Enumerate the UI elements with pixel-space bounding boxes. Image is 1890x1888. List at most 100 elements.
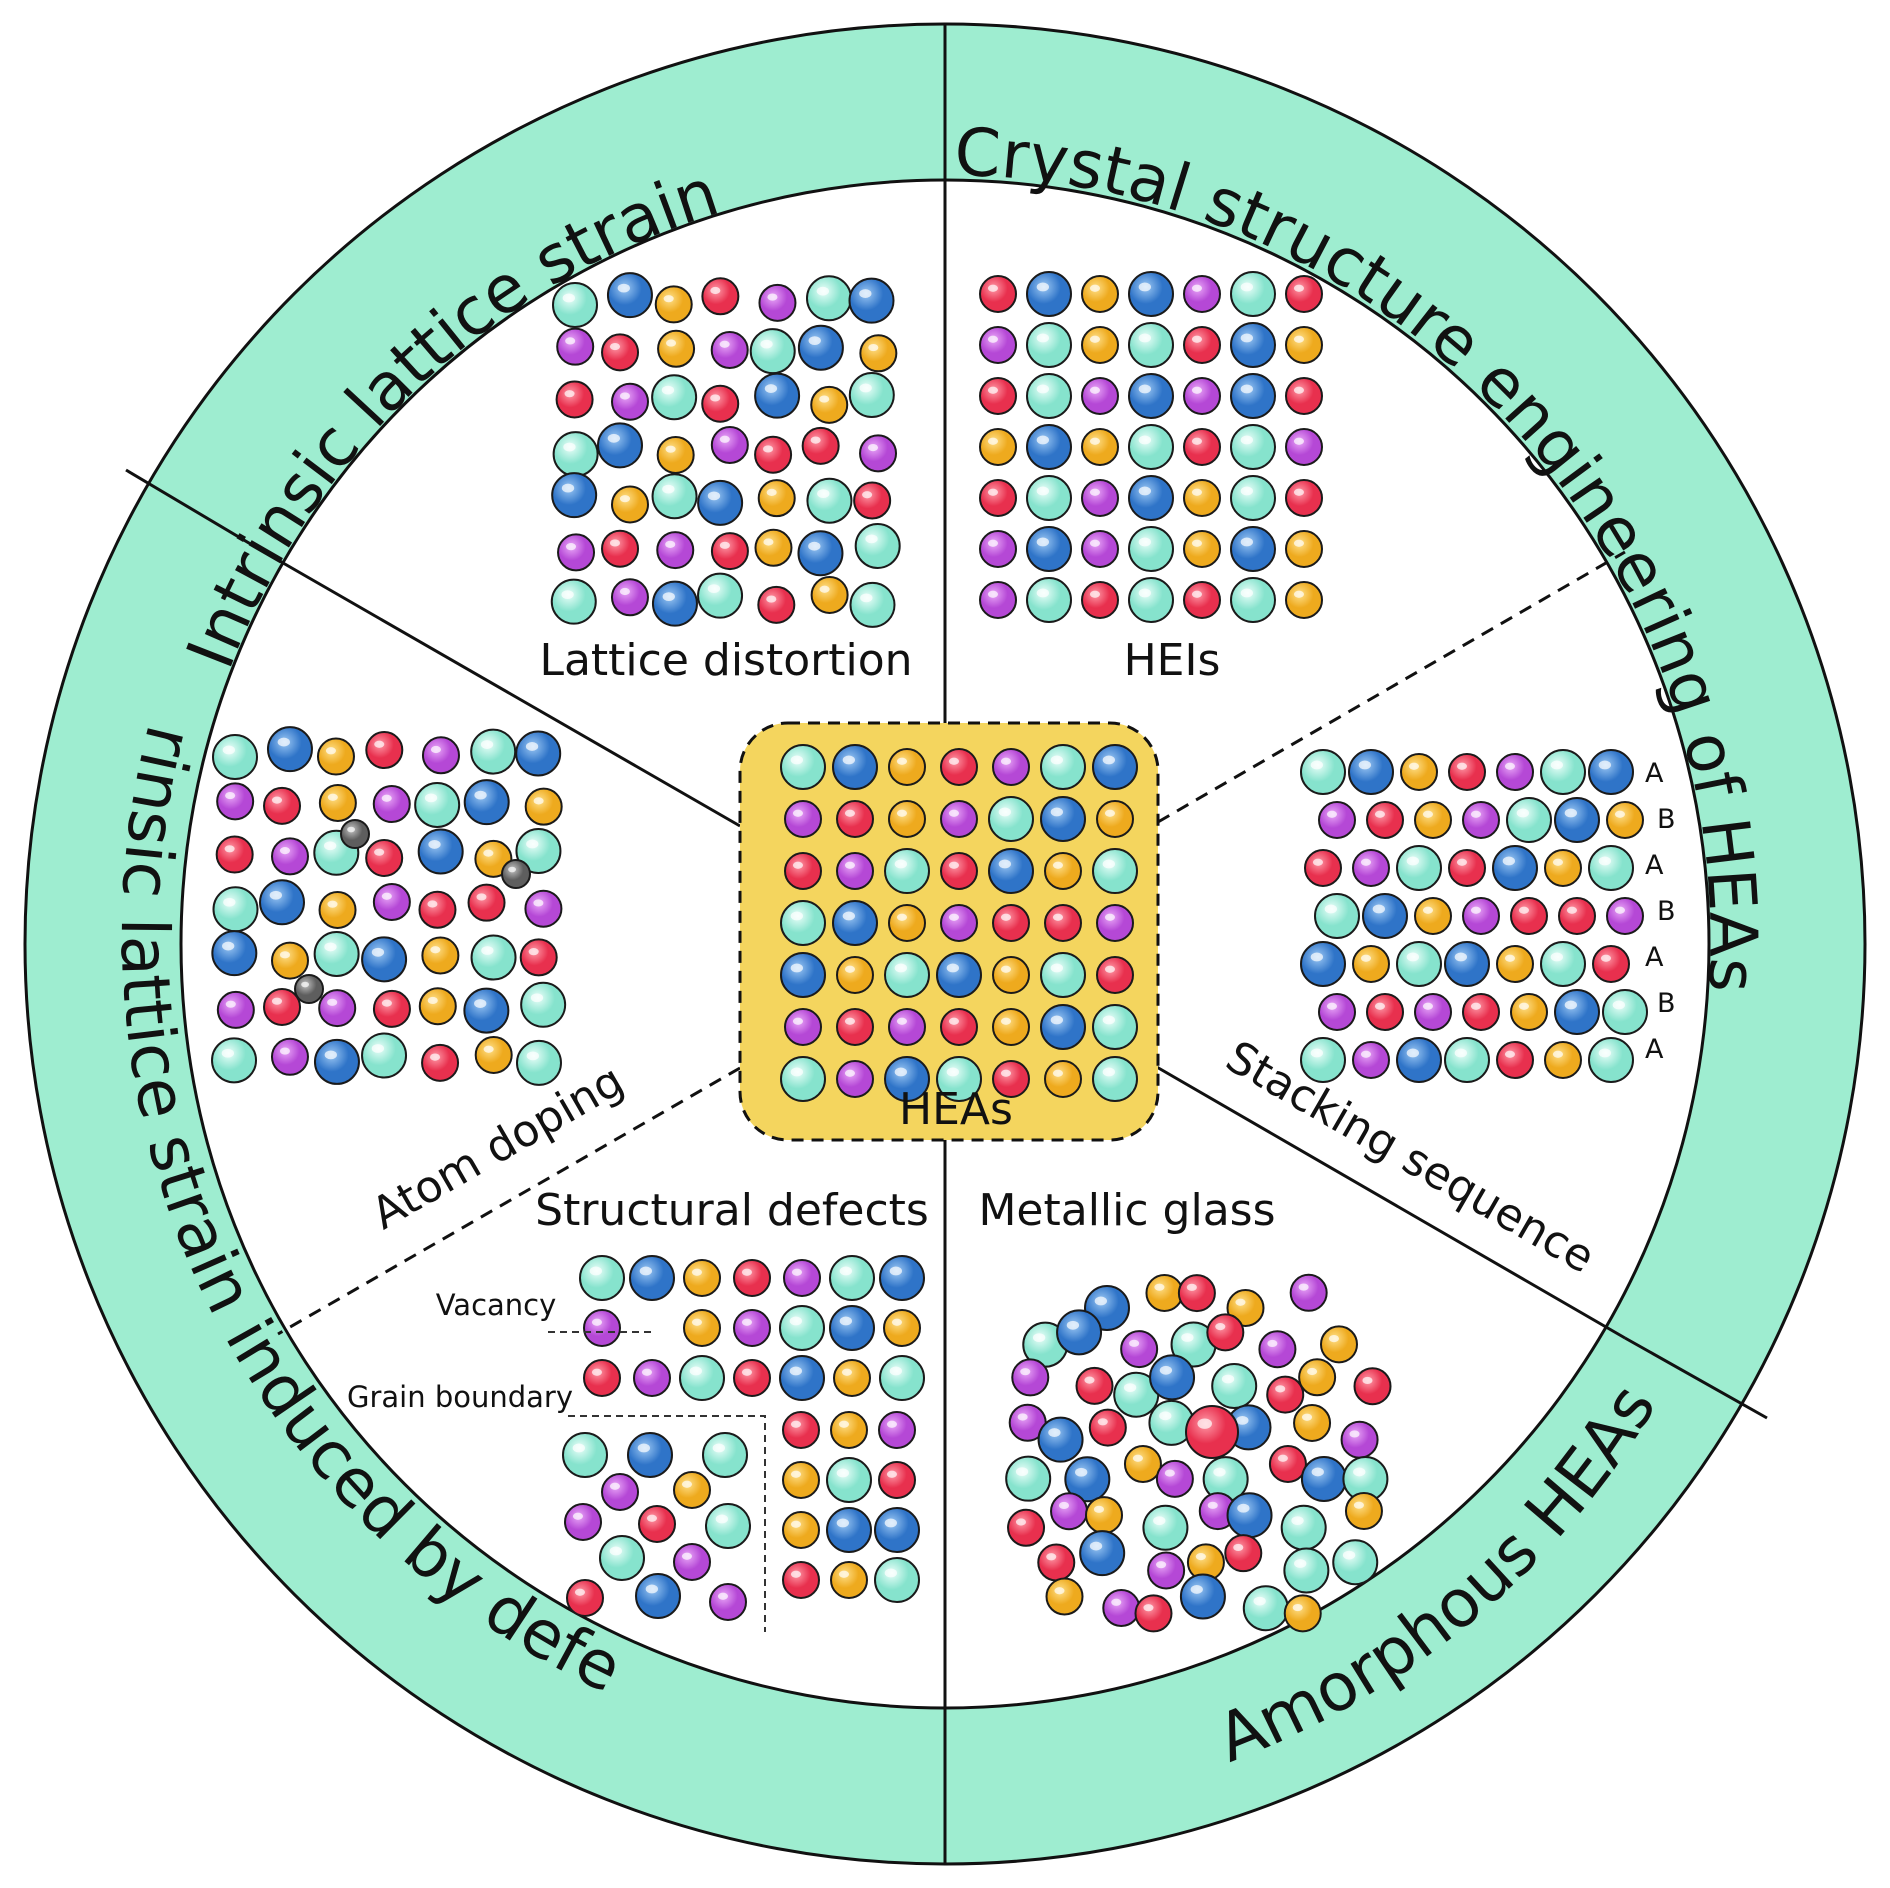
atom-highlight	[1240, 282, 1253, 292]
atom-highlight	[533, 899, 544, 907]
purple-atom	[940, 904, 978, 942]
atom-highlight	[661, 385, 675, 395]
atom-highlight	[838, 1420, 850, 1428]
atom-highlight	[221, 1048, 235, 1058]
cyan-atom	[1396, 941, 1442, 987]
atom-highlight	[1237, 1503, 1250, 1513]
atom-highlight	[1138, 384, 1151, 394]
atom-highlight	[324, 1050, 337, 1060]
atom-highlight	[948, 861, 960, 869]
atom-highlight	[1143, 1604, 1154, 1612]
red-atom	[365, 731, 404, 770]
atom-highlight	[1275, 1385, 1286, 1393]
purple-atom	[1462, 897, 1500, 935]
label-metallic-glass: Metallic glass	[978, 1185, 1275, 1236]
atom-highlight	[1372, 904, 1385, 914]
red-atom	[979, 275, 1017, 313]
stacking-layer-label: A	[1645, 1034, 1664, 1065]
atom-highlight	[617, 283, 630, 293]
atom-highlight	[1310, 760, 1323, 770]
cyan-atom	[1230, 475, 1276, 521]
atom-highlight	[327, 998, 338, 1006]
red-atom	[519, 938, 558, 977]
atom-highlight	[844, 1017, 856, 1025]
gray-dopant-atom	[501, 859, 531, 889]
atom-highlight	[223, 897, 236, 907]
atom-highlight	[1518, 1002, 1529, 1010]
stacking-atoms	[1300, 749, 1648, 1083]
orange-atom	[1081, 428, 1119, 466]
orange-atom	[1044, 1060, 1082, 1098]
orange-atom	[836, 956, 874, 994]
blue-atom	[874, 1507, 920, 1553]
orange-atom	[810, 385, 849, 424]
atom-highlight	[279, 951, 290, 959]
atom-highlight	[609, 1546, 623, 1556]
atom-highlight	[1362, 1376, 1373, 1385]
gray-dopant-atom	[294, 974, 324, 1004]
atom-highlight	[1000, 913, 1012, 921]
atom-highlight	[1406, 1048, 1419, 1058]
atom-highlight	[790, 1067, 804, 1077]
cyan-atom	[1300, 749, 1346, 795]
purple-atom	[836, 852, 874, 890]
atom-highlight	[1310, 952, 1323, 962]
red-atom	[421, 1043, 460, 1082]
atom-highlight	[681, 1480, 693, 1488]
orange-atom	[654, 285, 693, 324]
atom-highlight	[987, 386, 999, 394]
atom-highlight	[710, 286, 721, 295]
orange-atom	[316, 737, 355, 776]
orange-atom	[1293, 1403, 1332, 1442]
purple-atom	[610, 382, 649, 421]
purple-atom	[601, 1473, 639, 1511]
purple-atom	[1318, 993, 1356, 1031]
atom-highlight	[1294, 1559, 1307, 1568]
red-atom	[1183, 428, 1221, 466]
atom-highlight	[1326, 810, 1337, 818]
red-atom	[1304, 849, 1342, 887]
purple-atom	[979, 326, 1017, 364]
cyan-atom	[1128, 322, 1174, 368]
atom-highlight	[868, 343, 879, 352]
atom-highlight	[1456, 762, 1467, 770]
atom-highlight	[1000, 1069, 1012, 1077]
blue-atom	[1179, 1573, 1226, 1620]
cyan-atom	[470, 934, 517, 981]
atom-highlight	[691, 1318, 703, 1326]
purple-atom	[859, 434, 898, 473]
atom-highlight	[1156, 1561, 1167, 1569]
cyan-atom	[848, 372, 895, 419]
red-atom	[215, 835, 254, 874]
red-atom	[1081, 581, 1119, 619]
orange-atom	[683, 1259, 721, 1297]
atom-highlight	[948, 913, 960, 921]
atom-highlight	[808, 336, 821, 346]
red-atom	[566, 1579, 604, 1617]
purple-atom	[1606, 897, 1644, 935]
atom-highlight	[862, 491, 873, 499]
blue-atom	[1300, 1455, 1347, 1502]
atom-highlight	[665, 445, 676, 453]
cyan-atom	[1280, 1504, 1327, 1551]
atom-highlight	[1293, 386, 1304, 394]
atom-highlight	[277, 737, 290, 747]
red-atom	[1185, 1405, 1239, 1459]
atom-highlight	[1422, 810, 1433, 818]
atom-highlight	[1324, 904, 1337, 914]
purple-atom	[758, 283, 797, 322]
atom-highlight	[1292, 1603, 1303, 1612]
atom-highlight	[1406, 856, 1419, 866]
purple-atom	[557, 533, 596, 572]
atom-highlight	[530, 993, 544, 1003]
red-atom	[1183, 581, 1221, 619]
atom-highlight	[1089, 488, 1100, 496]
purple-atom	[1352, 1041, 1390, 1079]
blue-atom	[1396, 1037, 1442, 1083]
atom-highlight	[712, 1443, 726, 1453]
atom-highlight	[789, 1366, 803, 1376]
atom-highlight	[1138, 333, 1151, 343]
atom-highlight	[1138, 588, 1151, 598]
blue-atom	[1554, 797, 1600, 843]
purple-atom	[733, 1309, 771, 1347]
